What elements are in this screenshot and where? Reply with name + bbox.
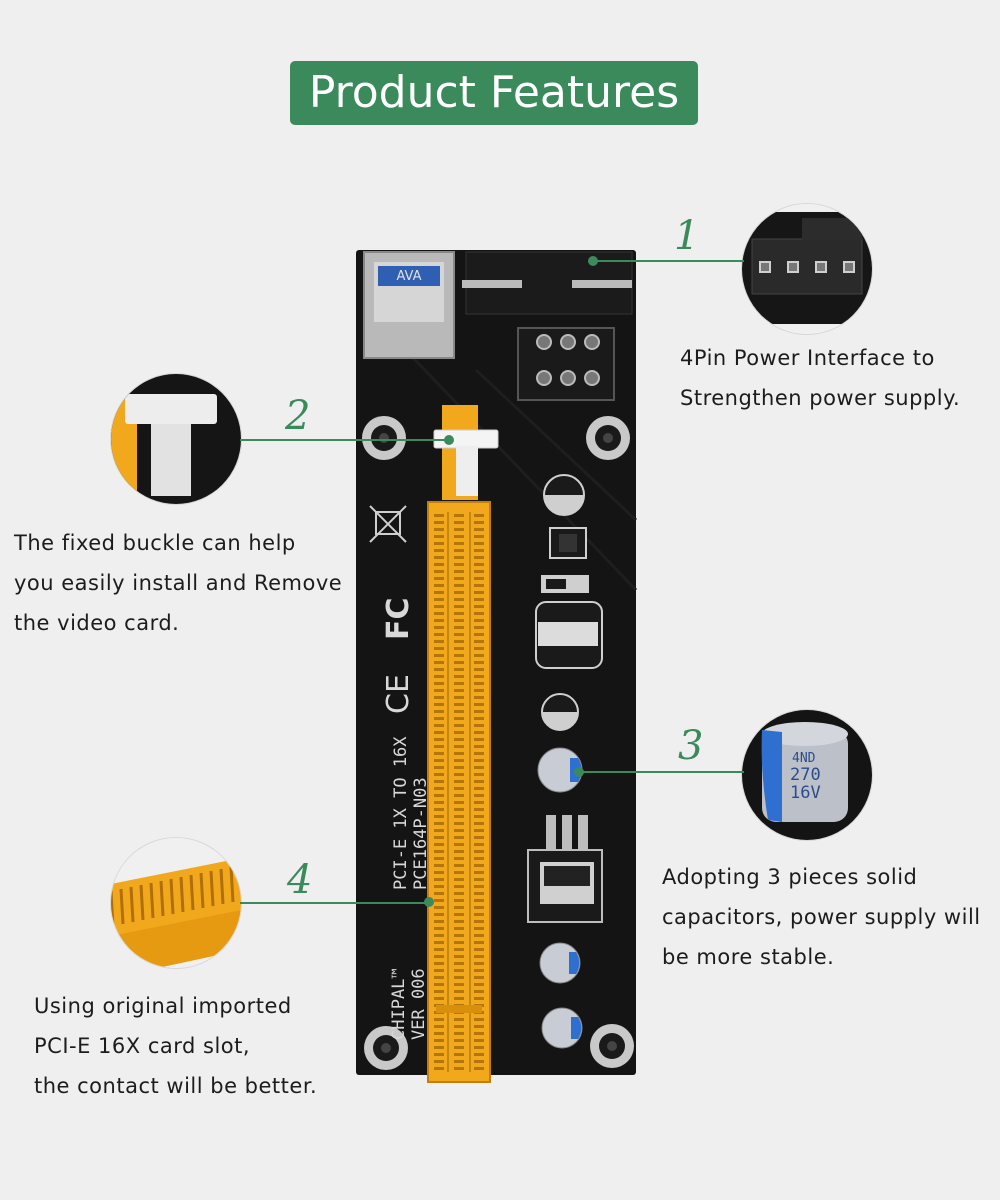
board-version: VER 006 [409, 968, 429, 1040]
callout-number-2: 2 [285, 393, 311, 439]
callout-number-4: 4 [287, 857, 313, 903]
feature-2-description: The fixed buckle can help you easily ins… [14, 523, 342, 643]
weee-bin-icon [369, 505, 407, 543]
callout-line-1 [594, 260, 744, 262]
page-title: Product Features [290, 61, 698, 125]
feature-1-description: 4Pin Power Interface to Strengthen power… [680, 338, 960, 418]
buckle-thumbnail [111, 374, 241, 504]
callout-dot-2 [444, 435, 454, 445]
callout-dot-4 [424, 897, 434, 907]
feature-4-description: Using original imported PCI-E 16X card s… [34, 986, 317, 1106]
capacitor-thumbnail: 4ND 270 16V [742, 710, 872, 840]
callout-number-3: 3 [678, 723, 704, 769]
feature-3-description: Adopting 3 pieces solid capacitors, powe… [662, 857, 981, 977]
slot-thumbnail [111, 838, 241, 968]
cap-voltage: 16V [790, 783, 821, 803]
board-model-line1: PCI-E 1X TO 16X [391, 736, 411, 890]
ce-mark: CE [381, 674, 416, 714]
feature-3-line: be more stable. [662, 945, 835, 969]
feature-2-line: the video card. [14, 611, 180, 635]
feature-2-line: The fixed buckle can help [14, 531, 296, 555]
feature-1-line: 4Pin Power Interface to [680, 346, 935, 370]
feature-3-line: Adopting 3 pieces solid [662, 865, 918, 889]
cap-value: 270 [790, 765, 821, 785]
feature-3-line: capacitors, power supply will [662, 905, 981, 929]
callout-line-4 [240, 902, 430, 904]
feature-4-line: PCI-E 16X card slot, [34, 1034, 251, 1058]
callout-line-2 [240, 439, 450, 441]
feature-4-line: the contact will be better. [34, 1074, 318, 1098]
callout-dot-3 [574, 767, 584, 777]
feature-4-line: Using original imported [34, 994, 292, 1018]
board-model-line2: PCE164P-N03 [411, 777, 431, 890]
svg-text:AVA: AVA [396, 269, 421, 284]
riser-board-image: AVA PCI-E 1X TO 16X PCE164P-N03 CHIPAL™ … [356, 250, 638, 1083]
callout-number-1: 1 [674, 213, 700, 259]
callout-dot-1 [588, 256, 598, 266]
callout-line-3 [580, 771, 744, 773]
power-connector-thumbnail [742, 204, 872, 334]
board-brand: CHIPAL™ [389, 968, 409, 1040]
cap-code: 4ND [792, 751, 816, 766]
fcc-mark: FC [381, 597, 416, 640]
feature-1-line: Strengthen power supply. [680, 386, 961, 410]
feature-2-line: you easily install and Remove [14, 571, 343, 595]
